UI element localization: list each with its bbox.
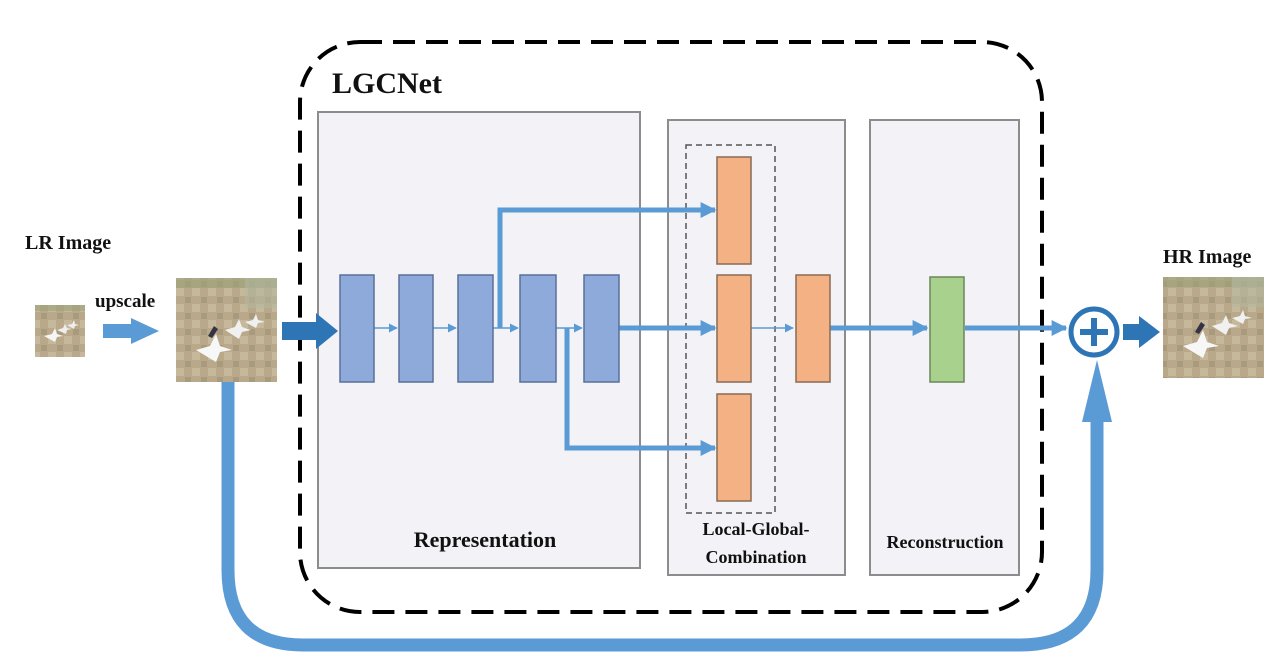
reconstruction-block xyxy=(929,276,965,383)
conv-block-2 xyxy=(398,274,434,383)
input-arrow-head xyxy=(316,313,338,349)
feature-block-local xyxy=(716,393,752,502)
local-branch-arrow xyxy=(564,328,717,457)
output-arrow-shaft xyxy=(1123,324,1141,340)
skip-connection-arrowhead xyxy=(1082,360,1112,422)
upscale-arrow-head xyxy=(131,318,159,344)
feature-block-mid xyxy=(716,274,752,383)
input-arrow-shaft xyxy=(282,322,318,340)
feature-block-global xyxy=(716,156,752,265)
conv-block-4 xyxy=(519,274,557,383)
plus-circle-icon xyxy=(1068,306,1120,358)
representation-label: Representation xyxy=(414,527,557,552)
lr-image-thumbnail xyxy=(35,305,85,357)
conv-block-3 xyxy=(457,274,494,383)
output-arrow-head xyxy=(1139,316,1160,348)
hr-image-thumbnail xyxy=(1163,277,1264,378)
combination-label-line1: Local-Global- xyxy=(703,519,810,539)
reconstruction-label: Reconstruction xyxy=(887,532,1004,552)
conv-block-5 xyxy=(583,274,620,383)
upscale-label: upscale xyxy=(95,291,155,312)
upscaled-image-thumbnail xyxy=(176,278,277,382)
fusion-block xyxy=(795,274,831,383)
hr-image-label: HR Image xyxy=(1163,246,1251,268)
combination-label-line2: Combination xyxy=(705,547,806,567)
lr-image-label: LR Image xyxy=(25,232,111,254)
conv-block-1 xyxy=(339,274,375,383)
lgcnet-title: LGCNet xyxy=(332,67,442,100)
upscale-arrow-shaft xyxy=(103,324,133,338)
global-branch-arrow xyxy=(497,201,717,328)
branch-arrows xyxy=(497,201,1068,457)
skip-connection-arrow xyxy=(221,382,1104,652)
